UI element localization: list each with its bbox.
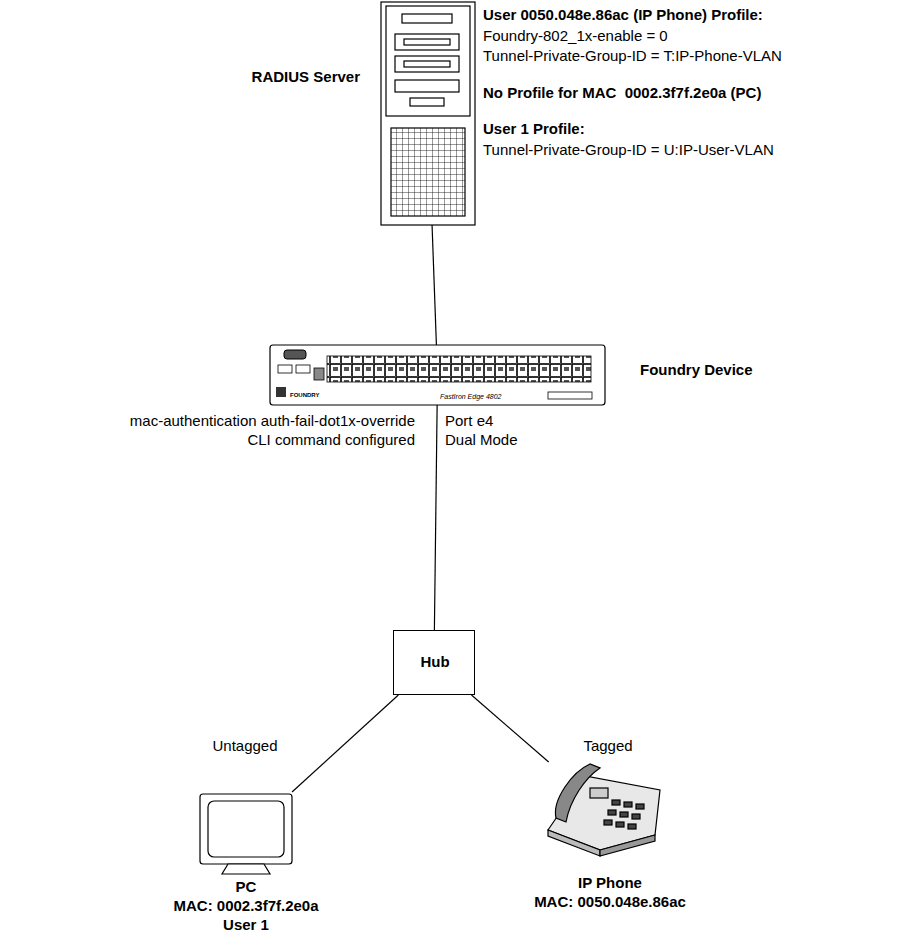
network-link bbox=[432, 225, 436, 345]
phone-node: IP PhoneMAC: 0050.048e.86ac bbox=[546, 762, 662, 858]
pc-node: PCMAC: 0002.3f7f.2e0aUser 1 bbox=[198, 792, 294, 876]
network-link bbox=[292, 695, 398, 792]
port-label: Dual Mode bbox=[445, 431, 518, 449]
network-link bbox=[471, 695, 548, 762]
model-label: FastIron Edge 4802 bbox=[440, 392, 502, 401]
user-label: User 1 bbox=[223, 916, 269, 934]
network-link bbox=[434, 405, 437, 630]
hub-box: Hub bbox=[393, 630, 475, 695]
switch-label: Foundry Device bbox=[640, 361, 753, 379]
pc-label: PC bbox=[236, 878, 257, 896]
brand-mark: FOUNDRY bbox=[290, 391, 319, 399]
profile-attribute: Tunnel-Private-Group-ID = T:IP-Phone-VLA… bbox=[483, 47, 782, 65]
mac-address: MAC: 0002.3f7f.2e0a bbox=[173, 897, 318, 915]
mac-address: MAC: 0050.048e.86ac bbox=[534, 893, 686, 911]
radius-server: RADIUS Server bbox=[381, 2, 475, 225]
server-tower bbox=[381, 2, 475, 225]
profile-heading: User 1 Profile: bbox=[483, 120, 585, 138]
switch-device: Foundry Device bbox=[270, 345, 605, 405]
hub-label: Hub bbox=[420, 653, 449, 671]
edge-label: Tagged bbox=[581, 737, 634, 755]
port-label: Port e4 bbox=[445, 412, 493, 430]
server-label: RADIUS Server bbox=[252, 68, 360, 86]
profile-heading: No Profile for MAC 0002.3f7f.2e0a (PC) bbox=[483, 84, 761, 102]
switch-chassis bbox=[270, 345, 605, 405]
profile-attribute: Foundry-802_1x-enable = 0 bbox=[483, 27, 668, 45]
phone-label: IP Phone bbox=[578, 874, 642, 892]
cli-note: CLI command configured bbox=[247, 431, 415, 449]
profile-heading: User 0050.048e.86ac (IP Phone) Profile: bbox=[483, 6, 763, 24]
profile-attribute: Tunnel-Private-Group-ID = U:IP-User-VLAN bbox=[483, 141, 774, 159]
cli-note: mac-authentication auth-fail-dot1x-overr… bbox=[130, 412, 415, 430]
ip-phone bbox=[548, 764, 660, 856]
pc-monitor bbox=[200, 794, 292, 874]
edge-label: Untagged bbox=[210, 737, 279, 755]
